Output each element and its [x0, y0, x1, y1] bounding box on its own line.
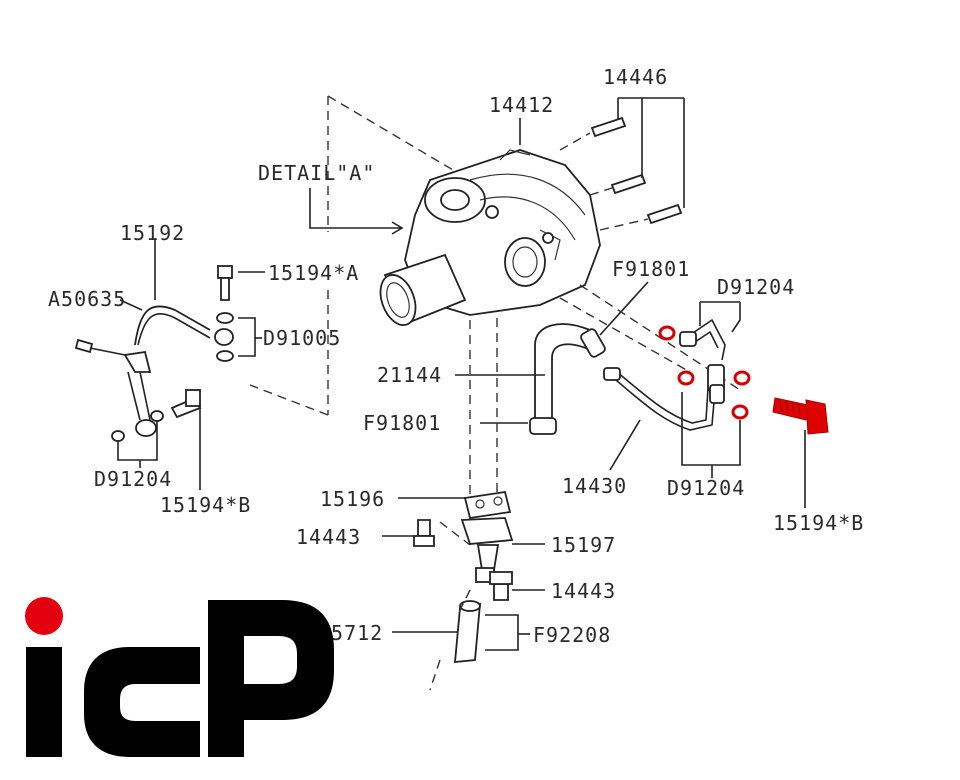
- red-washer-4: [731, 404, 749, 420]
- label-d91204-left: D91204: [94, 467, 172, 491]
- guide-dashes: [469, 284, 741, 500]
- label-d91204-top: D91204: [717, 275, 795, 299]
- label-f92208: F92208: [533, 623, 611, 647]
- logo-letter-i: [26, 647, 62, 757]
- label-15197: 15197: [551, 533, 616, 557]
- logo-letter-p: [208, 600, 334, 757]
- lower-left-fittings: [111, 389, 202, 490]
- red-washer-2: [677, 370, 695, 386]
- banjo-bolt-15194a: [216, 265, 265, 362]
- label-a50635: A50635: [48, 287, 126, 311]
- label-14443-a: 14443: [296, 525, 361, 549]
- part-labels: 14446 14412 DETAIL"A" 15192 15194*A A506…: [48, 65, 864, 647]
- studs-14446: [559, 116, 683, 231]
- oil-pipe-14430: [603, 318, 726, 471]
- label-d91005: D91005: [263, 326, 341, 350]
- label-15196: 15196: [320, 487, 385, 511]
- label-detail-a: DETAIL"A": [258, 161, 375, 185]
- turbocharger: [379, 149, 601, 326]
- label-14412: 14412: [489, 93, 554, 117]
- label-14443-b: 14443: [551, 579, 616, 603]
- red-washer-3: [733, 370, 751, 386]
- red-washer-1: [658, 325, 676, 341]
- label-15194a: 15194*A: [268, 261, 359, 285]
- label-14446: 14446: [603, 65, 668, 89]
- label-f91801-mid: F91801: [363, 411, 441, 435]
- label-15192: 15192: [120, 221, 185, 245]
- label-15194b-right: 15194*B: [773, 511, 864, 535]
- label-14430: 14430: [562, 474, 627, 498]
- lower-outlet-assembly: [382, 490, 545, 691]
- icp-logo: [25, 597, 334, 757]
- logo-letter-c: [84, 647, 200, 757]
- red-banjo-bolt: [772, 397, 829, 435]
- label-d91204-bottom: D91204: [667, 476, 745, 500]
- detail-bracket: [249, 95, 471, 416]
- oil-feed-pipe-15192: [74, 240, 234, 437]
- label-21144: 21144: [377, 363, 442, 387]
- oil-return-hose-21144: [455, 281, 649, 435]
- logo-red-dot: [25, 597, 63, 635]
- leaders-right: [681, 301, 806, 508]
- highlighted-parts: [658, 325, 829, 435]
- label-f91801-top: F91801: [612, 257, 690, 281]
- label-15194b-left: 15194*B: [160, 493, 251, 517]
- leaders-top: [309, 97, 685, 235]
